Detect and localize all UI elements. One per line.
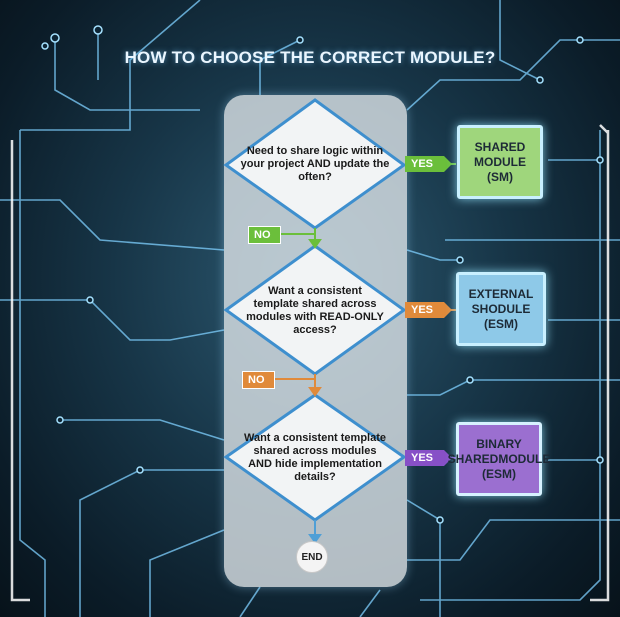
- question-3: Want a consistent template shared across…: [243, 432, 386, 483]
- yes-arrow-3: [405, 450, 456, 466]
- question-1: Need to share logic within your project …: [240, 145, 390, 183]
- yes-label-1: YES: [411, 158, 434, 170]
- no-label-2: NO: [242, 371, 275, 389]
- end-node: END: [296, 541, 328, 573]
- page-title: HOW TO CHOOSE THE CORRECT MODULE?: [124, 48, 496, 67]
- end-connector: [308, 520, 322, 544]
- no-label-1: NO: [248, 226, 281, 244]
- shared-module-box: SHARED MODULE (SM): [457, 125, 543, 199]
- yes-label-3: YES: [411, 452, 434, 464]
- yes-label-2: YES: [411, 304, 434, 316]
- yes-arrow-2: [405, 302, 456, 318]
- no-connector-1: [279, 228, 322, 249]
- binary-shared-module-box: BINARY SHAREDMODULE (ESM): [448, 422, 550, 496]
- question-2: Want a consistent template shared across…: [246, 285, 384, 336]
- yes-arrow-1: [405, 156, 456, 172]
- external-shodule-box: EXTERNAL SHODULE (ESM): [456, 272, 546, 346]
- no-connector-2: [270, 374, 322, 397]
